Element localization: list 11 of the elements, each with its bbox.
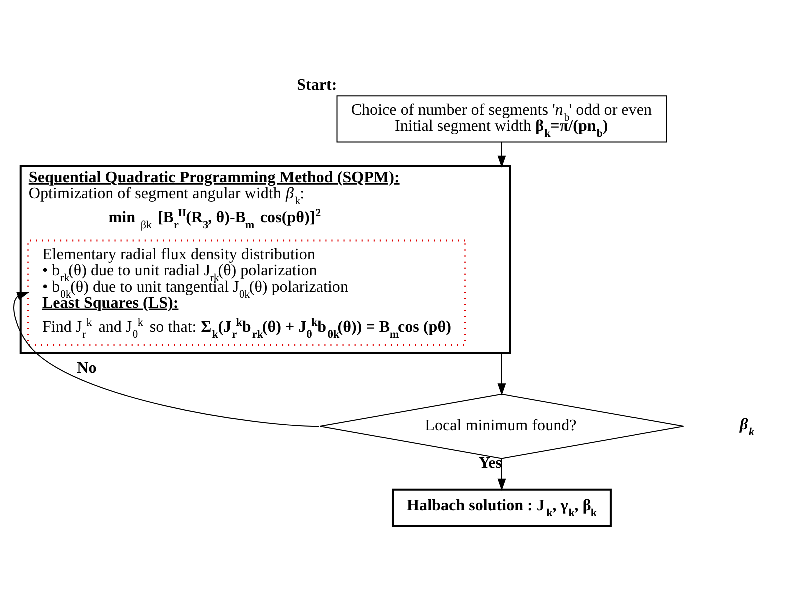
arrow — [498, 142, 506, 168]
node-diamond: Local minimum found? — [320, 393, 684, 459]
arrow — [498, 352, 506, 396]
edge-label: No — [77, 360, 97, 377]
node-box: Halbach solution : J$_{k}$, γ$_{k}$, β$_{k}$ — [392, 488, 612, 526]
node-box: Elementary radial flux density distribution • b$_{rk}$(θ) due to unit radial J$_{rk}$(θ) polarization • b$_{θk}$(θ) due to unit tangential J$_{θk}$(θ) polarization Least Squares (LS): Find J$_{r}$$^{k}$ and J$_{θ}$$^{k}$ so that: Σ$_{k}$(J$_{r}$$^{k}$b$_{rk}$(θ) + J$_{θ}$$^{k}$b$_{θk}$(θ)) = B$_{m}$cos (pθ) — [27, 239, 466, 346]
arrow — [14, 292, 320, 427]
node-label: Start: — [297, 76, 338, 94]
arrow — [498, 458, 506, 490]
label: β$_{k}$ — [740, 416, 755, 438]
node-box: Choice of number of segments 'n$_{b}$' odd or even Initial segment width β$_{k}$=π/(pn$_{b}$) — [336, 95, 668, 142]
